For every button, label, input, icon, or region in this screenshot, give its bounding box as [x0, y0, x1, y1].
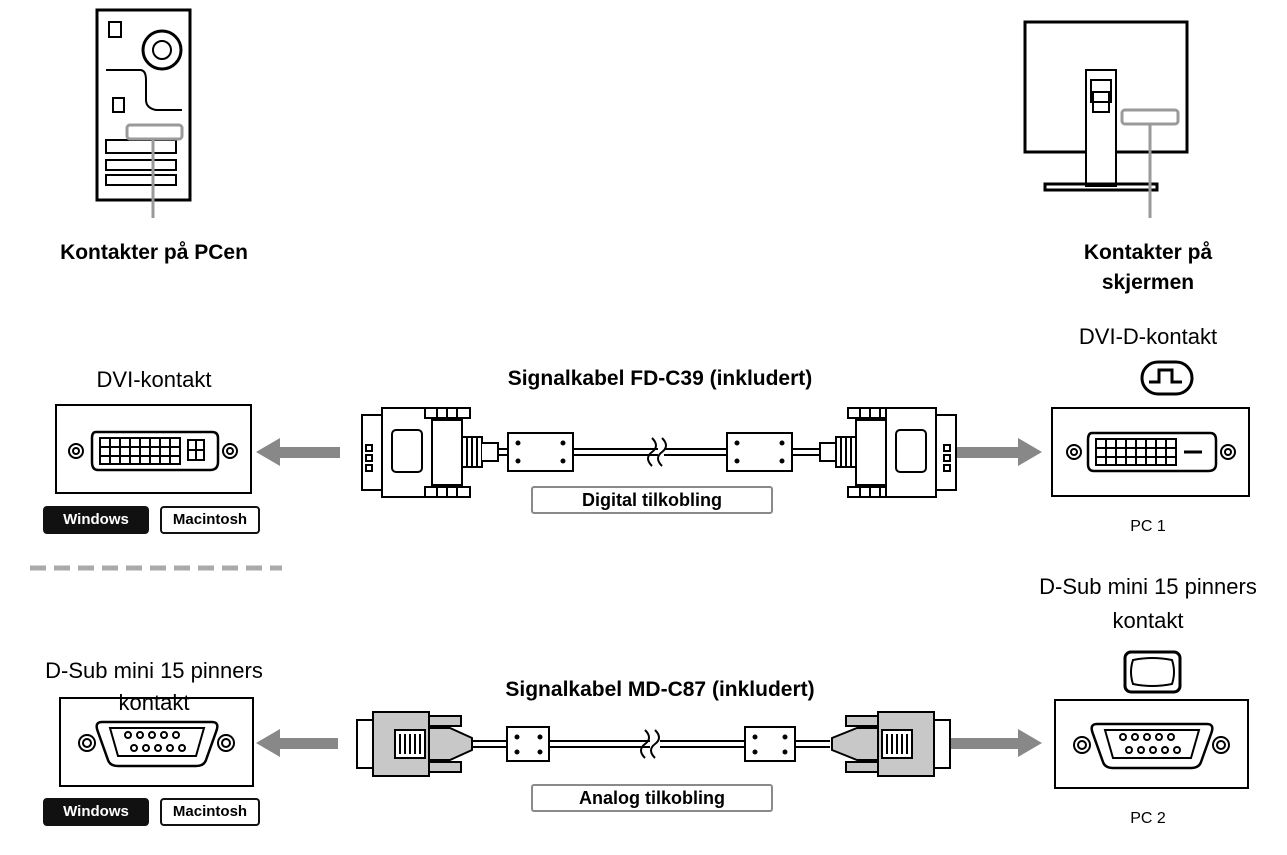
digital-input-icon — [1140, 360, 1194, 396]
monitor-dsub-input-label: PC 2 — [1130, 810, 1166, 827]
monitor-panel-title-line1: Kontakter på — [1083, 241, 1213, 264]
pc-dvi-label: DVI-kontakt — [96, 367, 212, 392]
pc-dsub-label-line1: D-Sub mini 15 pinners — [45, 658, 263, 683]
pc-dsub-label-line2: kontakt — [118, 690, 190, 715]
monitor-dvi-input-label: PC 1 — [1130, 518, 1166, 535]
arrow-to-pc-dvi — [256, 438, 340, 466]
monitor-dvi-port — [1051, 407, 1250, 497]
pc-panel-title: Kontakter på PCen — [60, 241, 248, 264]
monitor-dsub-label-line1: D-Sub mini 15 pinners — [1039, 574, 1257, 599]
os-badge-macintosh: Macintosh — [160, 798, 260, 826]
os-badge-windows: Windows — [43, 506, 149, 534]
arrow-to-monitor-dvi — [950, 438, 1042, 466]
pc-dvi-port — [55, 404, 252, 494]
monitor-dsub-label-line2: kontakt — [1112, 608, 1184, 633]
arrow-to-monitor-dsub — [950, 729, 1042, 757]
monitor-dsub-port — [1054, 699, 1249, 789]
monitor-dvi-label: DVI-D-kontakt — [1078, 324, 1218, 349]
analog-connection-label: Analog tilkobling — [531, 784, 773, 812]
monitor-panel-title-line2: skjermen — [1101, 271, 1195, 294]
arrow-to-pc-dsub — [256, 729, 338, 757]
analog-cable-title: Signalkabel MD-C87 (inkludert) — [505, 678, 815, 701]
pc-dsub-port — [59, 697, 254, 787]
analog-input-icon — [1123, 650, 1182, 694]
digital-connection-label: Digital tilkobling — [531, 486, 773, 514]
digital-cable-title: Signalkabel FD-C39 (inkludert) — [507, 367, 813, 390]
vga-cable — [356, 711, 951, 777]
os-badge-macintosh: Macintosh — [160, 506, 260, 534]
dvi-cable — [361, 407, 957, 498]
os-badge-windows: Windows — [43, 798, 149, 826]
pc-tower-illustration — [95, 8, 192, 218]
monitor-illustration — [1023, 20, 1189, 218]
